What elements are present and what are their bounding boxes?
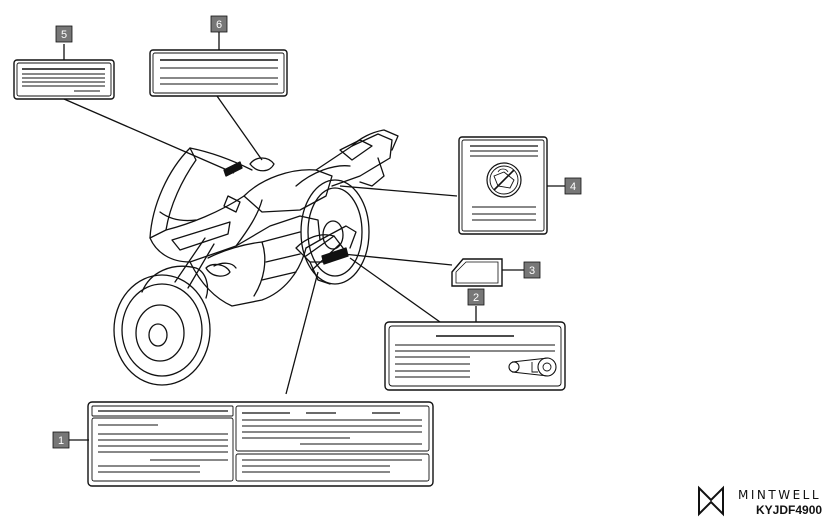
leader-lines — [63, 32, 565, 441]
leader-line-3 — [342, 253, 453, 266]
label-3-panel — [451, 258, 503, 287]
callout-tag-4: 4 — [564, 177, 582, 195]
brand-name: MINTWELL — [738, 488, 821, 502]
mintwell-logo-icon — [698, 485, 724, 517]
callout-tag-6: 6 — [210, 15, 228, 33]
callout-number-2: 2 — [473, 292, 479, 304]
label-6-panel — [149, 49, 288, 97]
callout-tag-3: 3 — [523, 261, 541, 279]
no-smoking-pictogram-icon — [486, 162, 522, 198]
label-1-panel — [87, 401, 434, 487]
label-4-panel — [458, 136, 548, 235]
leader-line-1 — [285, 271, 319, 395]
callout-tag-2: 2 — [467, 288, 485, 306]
label-2-panel — [384, 321, 566, 391]
leader-line-4 — [339, 185, 458, 197]
motorcycle-illustration — [113, 129, 399, 386]
label-5-panel — [13, 59, 115, 100]
callout-tag-1: 1 — [52, 431, 70, 449]
callout-number-6: 6 — [216, 19, 222, 31]
callout-number-1: 1 — [58, 435, 64, 447]
callout-number-5: 5 — [61, 29, 67, 41]
callout-number-4: 4 — [570, 181, 576, 193]
chain-adjustment-icon — [508, 357, 557, 377]
leader-line-2 — [349, 257, 441, 323]
leader-line-6 — [216, 95, 263, 161]
figure-code: KYJDF4900 — [756, 503, 822, 517]
callout-number-3: 3 — [529, 265, 535, 277]
callout-tag-5: 5 — [55, 25, 73, 43]
leader-line-5 — [63, 98, 235, 174]
